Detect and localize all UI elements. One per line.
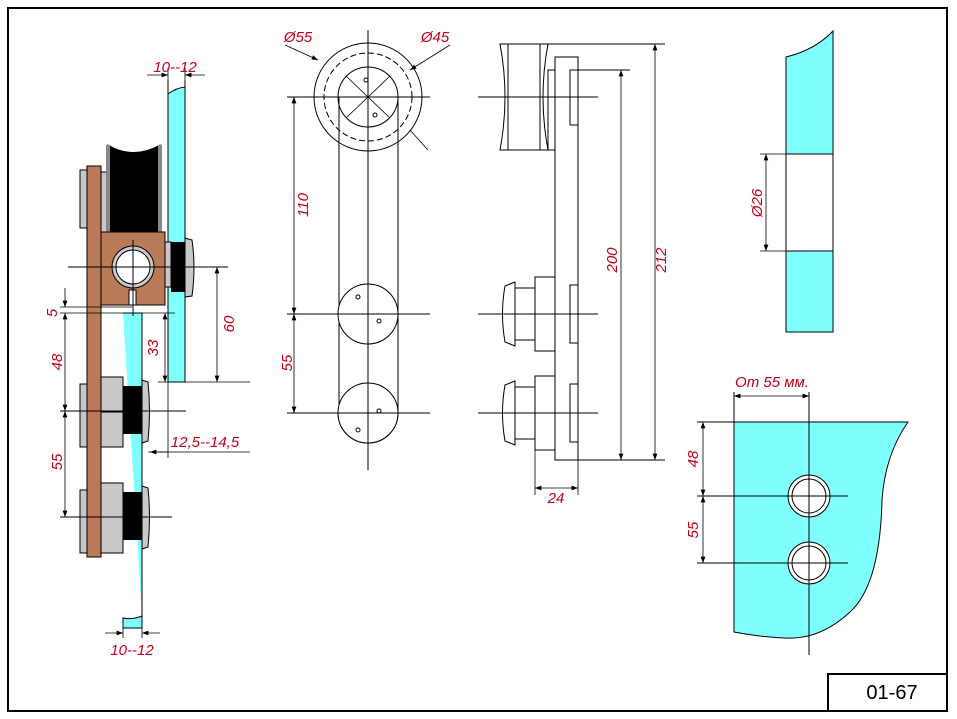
dim-glass-bottom: 10--12 (110, 642, 154, 659)
dim-200: 200 (604, 247, 621, 274)
glass-holes-view: От 55 мм. 48 55 (685, 374, 909, 655)
dim-24: 24 (547, 490, 565, 507)
glass-top-hole-view: Ø26 (749, 29, 834, 333)
dim-110: 110 (295, 192, 312, 217)
dim-212: 212 (653, 247, 670, 274)
bracket-plate (86, 165, 102, 558)
dim-offset: 12,5--14,5 (171, 434, 240, 451)
wheel (107, 144, 161, 246)
dim-dia-26: Ø26 (749, 188, 766, 218)
dim-5: 5 (44, 308, 61, 317)
side-section-view: 10--12 10--12 5 48 55 33 60 12,5--14,5 (44, 59, 250, 659)
front-view: Ø55 Ø45 110 55 (279, 29, 451, 470)
dim-55-glass: 55 (685, 521, 702, 538)
title-block: 01-67 (827, 673, 948, 712)
dim-48-glass: 48 (685, 450, 702, 467)
dim-60: 60 (221, 315, 238, 332)
lower-glass (122, 312, 143, 629)
dim-55-front: 55 (279, 354, 296, 371)
upper-glass (167, 86, 186, 383)
dim-dia-55: Ø55 (283, 29, 313, 46)
dim-dia-45: Ø45 (420, 29, 450, 46)
drawing-code: 01-67 (866, 682, 917, 704)
lower-roller-2 (79, 482, 150, 554)
dim-glass-top: 10--12 (153, 59, 197, 76)
dim-55-side: 55 (49, 453, 66, 470)
dim-33: 33 (145, 339, 162, 356)
profile-view: 200 212 24 (478, 43, 670, 507)
dim-edge-distance: От 55 мм. (735, 374, 809, 391)
dim-48: 48 (49, 353, 66, 370)
drawing-frame (7, 7, 948, 712)
